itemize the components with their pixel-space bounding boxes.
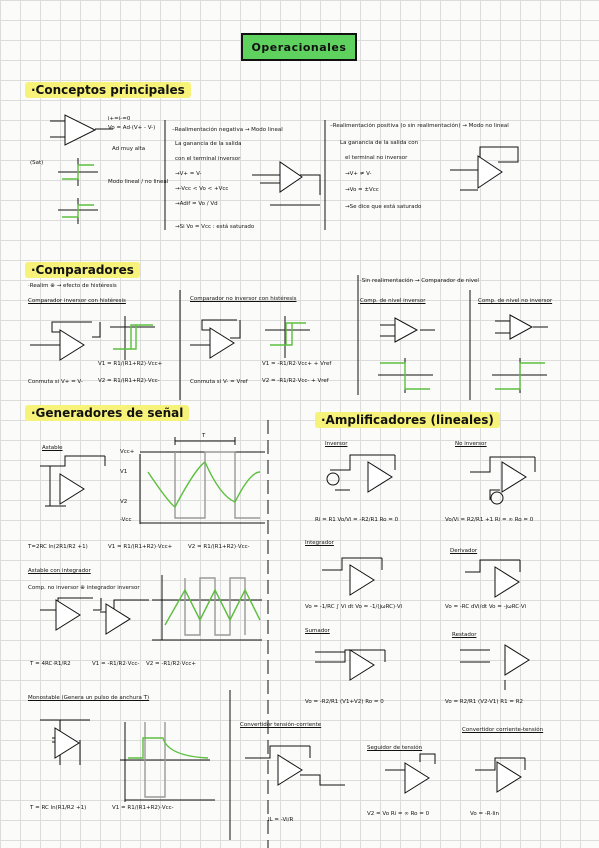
amp-inversor-eq: Ri = R1 Vo/Vi = -R2/R1 Ro = 0 — [315, 517, 399, 523]
amp-restador-eq: Vo = R2/R1 (V2-V1) R1 = R2 — [445, 699, 524, 705]
comp-conmuta-noinv: Conmuta si V- = Vref — [190, 379, 248, 385]
gen-v1: V1 — [120, 469, 128, 475]
gen-v-mono: V1 = R1/(R1+R2)·Vcc- — [112, 805, 174, 811]
comp-intro: ·Realim ⊕ → efecto de histéresis — [28, 283, 117, 289]
gen-astable-title: Astable — [42, 445, 63, 451]
comp-noinv-hist-title: Comparador no inversor con histéresis — [190, 296, 297, 302]
comp-inv-eq-1: V1 = R1/(R1+R2)·Vcc+ — [98, 361, 163, 367]
gen-vcc-neg: -Vcc — [120, 517, 132, 523]
amp-no-inversor-title: No inversor — [455, 441, 487, 447]
fb-pos-title: –Realimentación positiva (o sin realimen… — [330, 123, 509, 129]
fb-neg-line-4: →-Vcc < Vo < +Vcc — [175, 186, 229, 192]
amp-conv-ct-title: Convertidor corriente-tensión — [462, 727, 544, 733]
gen-t-astable: T=2RC ln(2R1/R2 +1) — [28, 544, 88, 550]
amp-restador-title: Restador — [452, 632, 477, 638]
amp-no-inversor-eq: Vo/Vi = R2/R1 +1 Ri = ∞ Ro = 0 — [445, 517, 534, 523]
amp-seguidor-title: Seguidor de tensión — [367, 745, 423, 751]
gen-vcc-pos: Vcc+ — [120, 449, 135, 455]
amp-integrador-title: Integrador — [305, 540, 334, 546]
fb-pos-line-4: →Vo = ±Vcc — [345, 187, 379, 193]
amp-seguidor-eq: V2 = Vo Ri = ∞ Ro = 0 — [367, 811, 430, 817]
amp-conv-ti-title: Convertidor tensión-corriente — [240, 722, 322, 728]
fb-neg-title: –Realimentación negativa → Modo lineal — [172, 127, 283, 133]
amp-sumador-title: Sumador — [305, 628, 330, 634]
comp-inv-eq-2: V2 = R1/(R1+R2)·Vcc- — [98, 378, 160, 384]
fb-pos-line-3: →V+ ≠ V- — [345, 171, 372, 177]
comp-noinv-eq-1: V1 = -R1/R2·Vcc+ + Vref — [262, 361, 332, 367]
currents-label: i+=i-=0 — [108, 116, 131, 122]
ad-note: Ad muy alta — [112, 146, 146, 152]
fb-neg-line-3: →V+ = V- — [175, 171, 202, 177]
section-comparadores: ·Comparadores — [25, 262, 140, 278]
gen-v1-int: V1 = -R1/R2·Vcc- — [92, 661, 140, 667]
section-conceptos: ·Conceptos principales — [25, 82, 191, 98]
fb-pos-line-5: →Se dice que está saturado — [345, 204, 422, 210]
comp-niv-noinv-title: Comp. de nivel no inversor — [478, 298, 553, 304]
amp-derivador-title: Derivador — [450, 548, 478, 554]
vo-equation: Vo = Ad·(V+ - V-) — [108, 125, 156, 131]
gen-astable-int-desc: Comp. no inversor ⊕ integrador inversor — [28, 585, 140, 591]
comp-sin-realim: ·Sin realimentación → Comparador de nive… — [360, 278, 479, 284]
comp-conmuta-inv: Conmuta si V+ = V- — [28, 379, 83, 385]
gen-astable-int-title: Astable con integrador — [28, 568, 91, 574]
section-generadores: ·Generadores de señal — [25, 405, 190, 421]
comp-inv-hist-title: Comparador inversor con histéresis — [28, 298, 126, 304]
gen-period-label: T — [202, 433, 206, 439]
fb-pos-line-2: el terminal no inversor — [345, 155, 408, 161]
fb-neg-line-2: con el terminal inversor — [175, 156, 241, 162]
page-title: Operacionales — [241, 33, 357, 61]
fb-neg-line-6: →Si Vo = Vcc : está saturado — [175, 224, 255, 230]
gen-v1-astable: V1 = R1/(R1+R2)·Vcc+ — [108, 544, 173, 550]
fb-neg-line-1: La ganancia de la salida — [175, 141, 242, 147]
gen-t-mono: T = RC ln(R1/R2 +1) — [30, 805, 87, 811]
gen-v2: V2 — [120, 499, 128, 505]
fb-neg-line-5: →Adif = Vo / Vd — [175, 201, 218, 207]
section-amplificadores: ·Amplificadores (lineales) — [315, 412, 500, 428]
gen-v2-astable: V2 = R1/(R1+R2)·Vcc- — [188, 544, 250, 550]
comp-noinv-eq-2: V2 = -R1/R2·Vcc- + Vref — [262, 378, 329, 384]
sat-note: (Sat) — [30, 160, 44, 166]
amp-conv-ti-eq: IL = -Vi/R — [268, 817, 294, 823]
amp-inversor-title: Inversor — [325, 441, 348, 447]
amp-sumador-eq: Vo = -R2/R1 (V1+V2) Ro = 0 — [305, 699, 384, 705]
gen-t-int: T = 4RC·R1/R2 — [30, 661, 71, 667]
amp-conv-ct-eq: Vo = -R·Iin — [470, 811, 499, 817]
amp-integrador-eq: Vo = -1/RC ∫ Vi dt Vo = -1/(jωRC)·Vi — [305, 604, 403, 610]
gen-v2-int: V2 = -R1/R2·Vcc+ — [146, 661, 197, 667]
gen-monostable-title: Monostable (Genera un pulso de anchura T… — [28, 695, 150, 701]
amp-derivador-eq: Vo = -RC dVi/dt Vo = -jωRC·Vi — [445, 604, 527, 610]
comp-niv-inv-title: Comp. de nivel inversor — [360, 298, 426, 304]
fb-pos-line-1: La ganancia de la salida con — [340, 140, 419, 146]
mode-table: Modo lineal / no lineal — [108, 179, 169, 185]
